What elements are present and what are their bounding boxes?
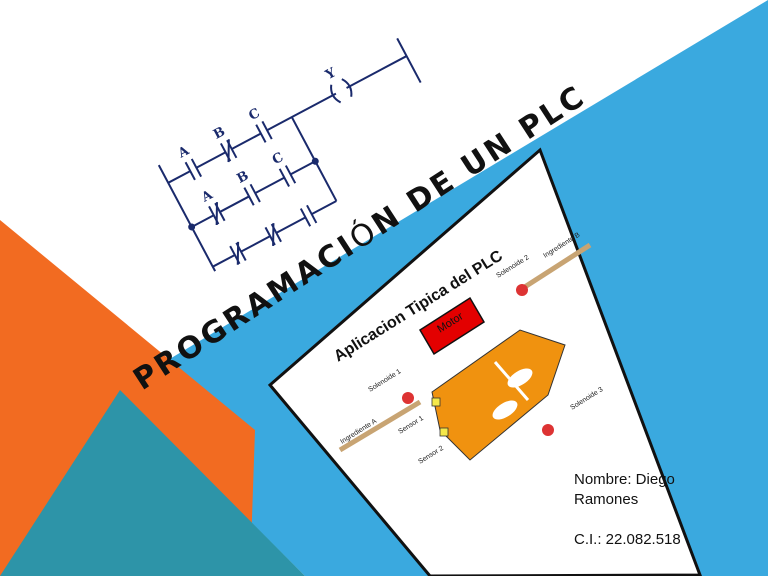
author-name: Ramones (574, 491, 639, 508)
motor-box (418, 296, 486, 356)
solenoid3-valve (542, 424, 554, 436)
author-label: Nombre: Diego (574, 471, 675, 488)
sensor2-marker (439, 427, 449, 437)
teal-shape (0, 390, 305, 576)
author-info: Nombre: Diego Ramones C.I.: 22.082.518 (574, 470, 754, 550)
solenoid1-valve (402, 392, 414, 404)
spacer (574, 510, 754, 530)
sensor1-marker (431, 397, 441, 407)
author-ci: C.I.: 22.082.518 (574, 531, 681, 548)
solenoid2-valve (516, 284, 528, 296)
